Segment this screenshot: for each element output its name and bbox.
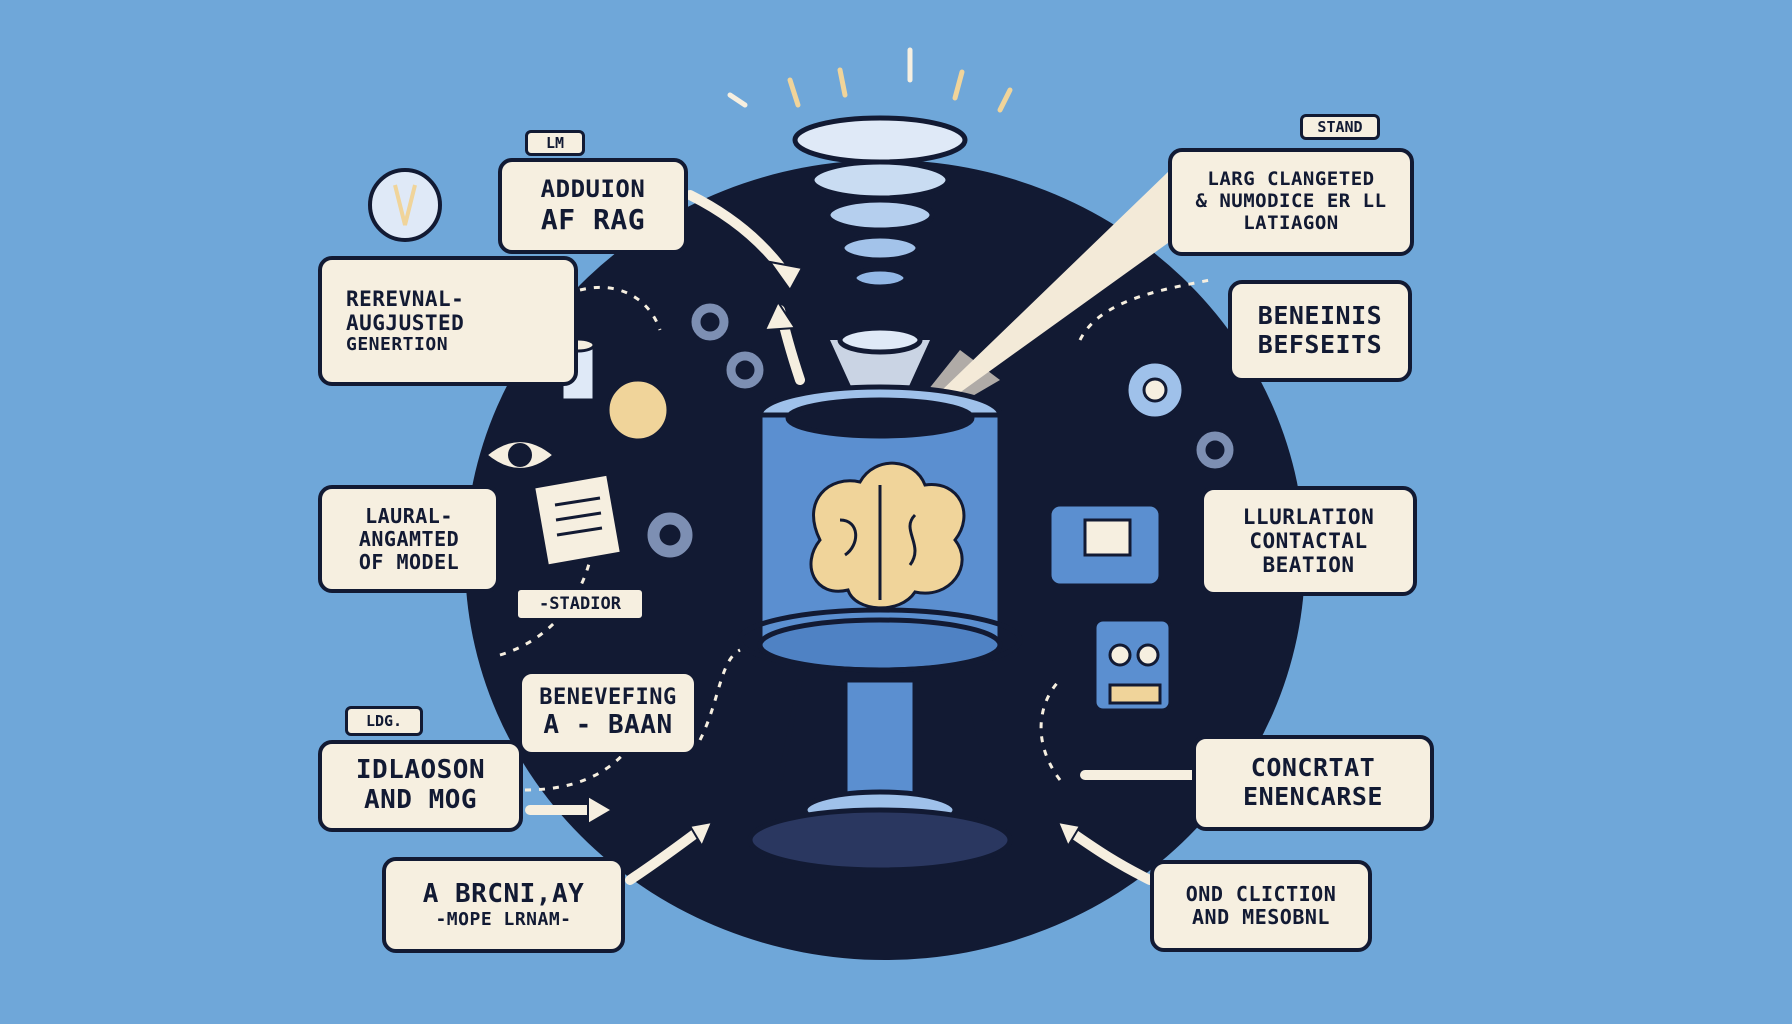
gear-icon xyxy=(644,300,1237,561)
arrow-heads xyxy=(587,260,1082,849)
lightbulb-icon xyxy=(368,168,442,242)
label-line: BEATION xyxy=(1262,553,1355,578)
label-line: ADDUION xyxy=(540,175,646,204)
machine xyxy=(737,384,1023,873)
tag-ldg: LDG. xyxy=(345,706,423,736)
label-line: AND MESOBNL xyxy=(1192,905,1330,929)
document-icon xyxy=(531,472,624,568)
label-line: ENENCARSE xyxy=(1243,782,1383,811)
label-line: BENEVEFING xyxy=(539,685,677,711)
robot-icon xyxy=(1048,503,1172,712)
label-line: A BRCNI,AY xyxy=(422,878,585,909)
tag-stand: STAND xyxy=(1300,114,1380,140)
label-beneinis-befseits: BENEINIS BEFSEITS xyxy=(1228,280,1412,382)
label-line: OF MODEL xyxy=(358,549,460,574)
label-line: BEFSEITS xyxy=(1257,330,1383,359)
label-ond-cliction-and-mesobnl: OND CLICTION AND MESOBNL xyxy=(1150,860,1372,952)
label-line: AF RAG xyxy=(540,202,646,236)
label-line: GENERTION xyxy=(346,333,449,355)
label-line: & NUMODICE ER LL xyxy=(1195,190,1387,213)
label-line: AUGJUSTED xyxy=(346,310,465,335)
label-llurlation-contactal-beation: LLURLATION CONTACTAL BEATION xyxy=(1200,486,1417,596)
eye-icon xyxy=(481,438,559,472)
label-idlaoson-and-mog: IDLAOSON AND MOG xyxy=(318,740,523,832)
label-line: AND MOG xyxy=(363,785,478,815)
brain-icon xyxy=(809,461,966,610)
label-line: OND CLICTION xyxy=(1185,882,1337,906)
label-line: -MOPE LRNAM- xyxy=(435,908,572,930)
label-a-brcniay-mope-lrnam: A BRCNI,AY -MOPE LRNAM- xyxy=(382,857,625,953)
sparkle-icon xyxy=(727,47,1013,113)
label-line: REREVNAL- xyxy=(346,286,465,311)
label-line: CONTACTAL xyxy=(1249,528,1368,553)
funnel-icon xyxy=(792,115,968,355)
flow-arrows xyxy=(525,190,1205,885)
tag-stadior: -STADIOR xyxy=(515,587,645,621)
tag-lm: LM xyxy=(525,130,585,156)
label-line: LARG CLANGETED xyxy=(1207,168,1375,191)
label-line: ANGAMTED xyxy=(358,526,460,551)
label-line: A - BAAN xyxy=(543,709,673,740)
label-line: LATIAGON xyxy=(1243,211,1339,234)
label-laural-angamted-of-model: LAURAL- ANGAMTED OF MODEL xyxy=(318,485,500,593)
label-benevefing-a-baan: BENEVEFING A - BAAN xyxy=(518,670,698,756)
label-line: BENEINIS xyxy=(1257,301,1383,331)
label-line: LAURAL- xyxy=(365,503,453,528)
label-line: IDLAOSON xyxy=(355,755,486,786)
label-adduion-af-rag: ADDUION AF RAG xyxy=(498,158,688,254)
label-larg-clangeted-latiagon: LARG CLANGETED & NUMODICE ER LL LATIAGON xyxy=(1168,148,1414,256)
label-rerevnal-augjusted-genertion: REREVNAL- AUGJUSTED GENERTION xyxy=(318,256,578,386)
label-concrtat-enencarse: CONCRTAT ENENCARSE xyxy=(1192,735,1434,831)
label-line: LLURLATION xyxy=(1242,504,1375,529)
label-line: CONCRTAT xyxy=(1250,753,1376,783)
